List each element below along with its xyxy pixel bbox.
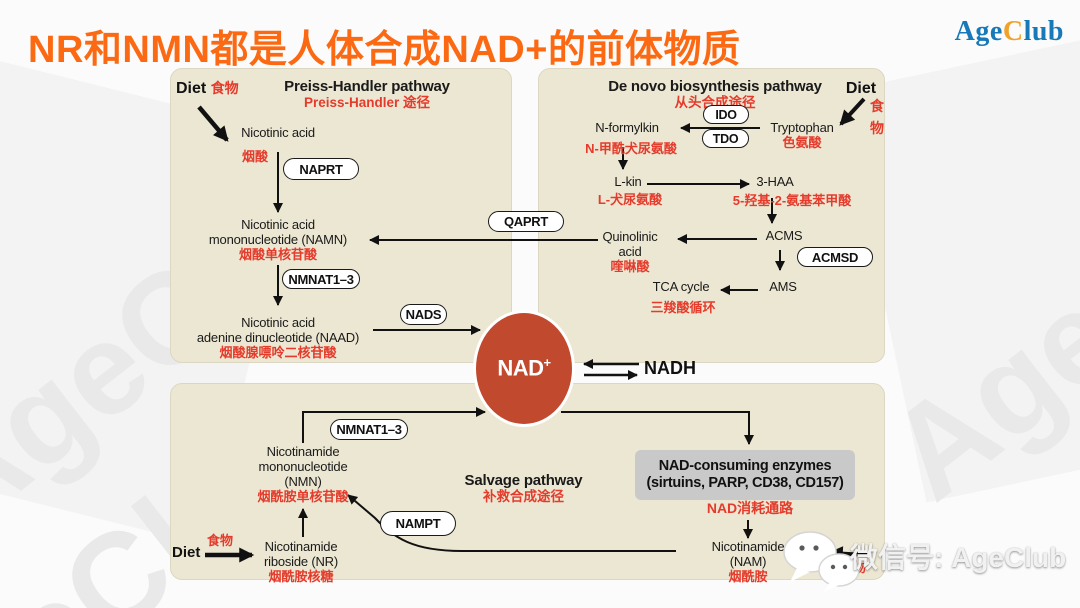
node-quinolinic-acid: Quinolinic acid 喹啉酸 <box>602 229 658 274</box>
node-nmn: Nicotinamide mononucleotide (NMN) 烟酰胺单核苷… <box>257 444 349 504</box>
enzyme-ido: IDO <box>703 105 749 124</box>
pathway-title-preiss-handler: Preiss-Handler pathway Preiss-Handler 途径 <box>284 78 450 111</box>
node-nadh: NADH <box>644 358 696 378</box>
ageclub-logo: AgeClub <box>955 16 1064 48</box>
node-acms: ACMS <box>765 228 803 243</box>
node-nicotinic-acid-zh: 烟酸 <box>241 149 268 164</box>
arrow-diet-to-tryptophan <box>839 97 866 126</box>
node-ams: AMS <box>769 279 797 294</box>
connector-arrows <box>197 97 868 563</box>
node-namn: Nicotinic acid mononucleotide (NAMN) 烟酸单… <box>208 217 348 262</box>
node-nad-consuming-enzymes: NAD-consuming enzymes (sirtuins, PARP, C… <box>635 450 855 500</box>
logo-c: C <box>1002 16 1024 47</box>
arrow-nam-to-nmn-nampt <box>347 494 676 552</box>
node-diet-bottom-left: Diet <box>172 544 201 561</box>
node-tca-cycle-zh: 三羧酸循环 <box>650 300 716 315</box>
enzyme-nads: NADS <box>400 304 447 325</box>
arrow-diet-to-nicotinic-acid <box>197 105 229 142</box>
enzyme-nampt: NAMPT <box>380 511 456 536</box>
node-l-kin: L-kin <box>614 174 642 189</box>
node-l-kin-zh: L-犬尿氨酸 <box>597 192 663 207</box>
node-n-formylkin: N-formylkin <box>595 120 659 135</box>
node-nr: Nicotinamide riboside (NR) 烟酰胺核糖 <box>264 539 338 584</box>
node-nam: Nicotinamide (NAM) 烟酰胺 <box>711 539 785 584</box>
logo-lub: lub <box>1023 16 1064 47</box>
node-nicotinic-acid: Nicotinic acid <box>241 125 315 140</box>
node-3haa: 3-HAA <box>756 174 794 189</box>
enzyme-tdo: TDO <box>702 129 749 148</box>
logo-age: Age <box>954 16 1003 47</box>
nad-sup: + <box>543 355 552 371</box>
node-diet-bottom-left-zh: 食物 <box>206 533 233 548</box>
node-nad-consuming-zh: NAD消耗通路 <box>706 500 794 516</box>
page-title: NR和NMN都是人体合成NAD+的前体物质 <box>28 29 741 71</box>
node-diet-top-left: Diet 食物 <box>176 80 239 97</box>
node-diet-top-right-zh: 食 物 <box>870 98 884 137</box>
arrow-nad-to-consuming <box>561 411 754 445</box>
enzyme-qaprt: QAPRT <box>488 211 564 232</box>
enzyme-nmnat13-top: NMNAT1–3 <box>282 269 360 289</box>
node-tca-cycle: TCA cycle <box>652 279 710 294</box>
wechat-icon <box>781 530 863 599</box>
pathway-title-salvage: Salvage pathway 补救合成途径 <box>464 472 583 505</box>
node-n-formylkin-zh: N-甲酰犬尿氨酸 <box>585 141 677 156</box>
node-tryptophan: Tryptophan 色氨酸 <box>770 120 834 150</box>
nad-pathway-diagram: Preiss-Handler pathway Preiss-Handler 途径… <box>170 68 885 584</box>
enzyme-acmsd: ACMSD <box>797 247 873 267</box>
node-naad: Nicotinic acid adenine dinucleotide (NAA… <box>196 315 360 360</box>
nad-label: NAD <box>497 355 544 381</box>
node-diet-top-right: Diet <box>845 80 877 97</box>
node-nad-circle: NAD+ <box>473 310 575 427</box>
arrow-nmn-to-nad <box>302 407 486 443</box>
enzyme-nmnat13-bottom: NMNAT1–3 <box>330 419 408 440</box>
node-3haa-zh: 5-羟基-2-氨基苯甲酸 <box>732 193 852 208</box>
panel-preiss-handler <box>170 68 512 363</box>
wechat-id-watermark: 微信号: AgeClub <box>850 542 1067 573</box>
enzyme-naprt: NAPRT <box>283 158 359 180</box>
